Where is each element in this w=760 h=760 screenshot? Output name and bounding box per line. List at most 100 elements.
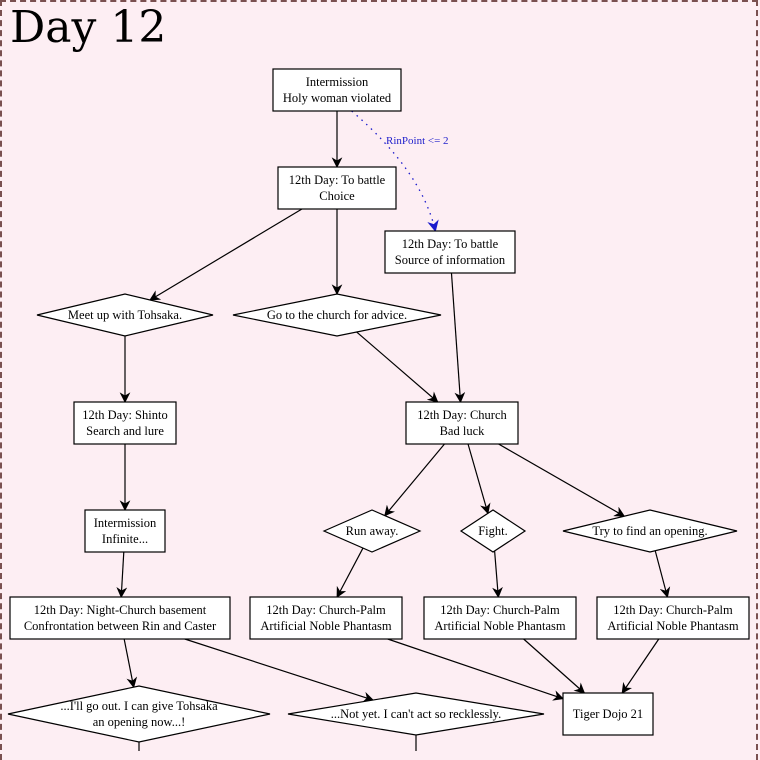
- box-shape: [249, 596, 403, 640]
- node-label: Holy woman violated: [283, 91, 392, 105]
- choice-node-d7[interactable]: ...Not yet. I can't act so recklessly.: [287, 692, 545, 736]
- node-label: Fight.: [478, 524, 508, 538]
- edge-n3-n5: [450, 272, 466, 404]
- edge-line: [116, 551, 128, 599]
- node-label: 12th Day: Night-Church basement: [34, 603, 207, 617]
- edge-condition-label: RinPoint <= 2: [386, 135, 449, 147]
- diamond-shape: [287, 692, 545, 736]
- node-label: Intermission: [306, 75, 369, 89]
- node-label: 12th Day: To battle: [289, 173, 386, 187]
- edge-d5-n10: [654, 550, 671, 599]
- choice-node-d2[interactable]: Go to the church for advice.: [232, 293, 442, 337]
- box-shape: [73, 401, 177, 445]
- edge-line: [450, 272, 466, 404]
- node-label: Run away.: [346, 524, 399, 538]
- node-label: 12th Day: Church-Palm: [266, 603, 386, 617]
- node-label: Infinite...: [102, 532, 148, 546]
- node-label: 12th Day: Church-Palm: [440, 603, 560, 617]
- edge-n5-d4: [467, 443, 491, 515]
- edge-n10-n11: [621, 638, 660, 694]
- edge-line: [621, 638, 660, 694]
- node-label: Search and lure: [86, 424, 164, 438]
- box-shape: [384, 230, 516, 274]
- edge-line: [387, 638, 565, 701]
- scene-node-n11[interactable]: Tiger Dojo 21: [562, 692, 654, 736]
- edge-n7-d7: [184, 638, 375, 703]
- node-label: Artificial Noble Phantasm: [607, 619, 738, 633]
- edge-line: [523, 638, 586, 694]
- diamond-shape: [322, 509, 422, 553]
- edge-n8-n11: [387, 638, 565, 701]
- edge-line: [123, 638, 138, 689]
- edge-line: [336, 547, 364, 598]
- box-shape: [596, 596, 750, 640]
- edge-line: [356, 331, 439, 403]
- node-label: 12th Day: To battle: [402, 237, 499, 251]
- edge-n5-d5: [498, 443, 626, 517]
- edge-n2-d1: [149, 208, 303, 301]
- edge-n7-d6: [123, 638, 138, 689]
- box-shape: [405, 401, 519, 445]
- node-label: Artificial Noble Phantasm: [260, 619, 391, 633]
- node-label: 12th Day: Church: [417, 408, 507, 422]
- edge-line: [184, 638, 375, 703]
- node-label: Meet up with Tohsaka.: [68, 308, 182, 322]
- node-label: an opening now...!: [93, 715, 186, 729]
- choice-node-d4[interactable]: Fight.: [459, 509, 527, 553]
- node-label: Artificial Noble Phantasm: [434, 619, 565, 633]
- edge-line: [149, 208, 303, 301]
- edge-line: [498, 443, 626, 517]
- node-label: 12th Day: Church-Palm: [613, 603, 733, 617]
- edge-n9-n11: [523, 638, 586, 694]
- node-label: ...Not yet. I can't act so recklessly.: [331, 707, 501, 721]
- diamond-shape: [232, 293, 442, 337]
- box-shape: [272, 68, 402, 112]
- edge-n5-d3: [384, 443, 445, 517]
- scene-node-n6[interactable]: IntermissionInfinite...: [84, 509, 166, 553]
- edge-n1-n3: RinPoint <= 2: [351, 110, 449, 233]
- edge-d3-n8: [336, 547, 364, 598]
- choice-node-d3[interactable]: Run away.: [322, 509, 422, 553]
- edge-line: [492, 550, 503, 599]
- node-label: Choice: [319, 189, 355, 203]
- node-label: Confrontation between Rin and Caster: [24, 619, 217, 633]
- diamond-shape: [7, 685, 271, 743]
- diamond-shape: [459, 509, 527, 553]
- page-title: Day 12: [10, 2, 167, 53]
- box-shape: [9, 596, 231, 640]
- node-label: Intermission: [94, 516, 157, 530]
- node-label: Bad luck: [440, 424, 486, 438]
- node-label: Source of information: [395, 253, 506, 267]
- edge-n6-n7: [116, 551, 128, 599]
- choice-node-d1[interactable]: Meet up with Tohsaka.: [36, 293, 214, 337]
- edge-d4-n9: [492, 550, 503, 599]
- diamond-shape: [36, 293, 214, 337]
- node-label: 12th Day: Shinto: [82, 408, 167, 422]
- choice-node-d5[interactable]: Try to find an opening.: [562, 509, 738, 553]
- node-label: Tiger Dojo 21: [573, 707, 643, 721]
- edge-line: [654, 550, 671, 599]
- edge-line: [351, 110, 439, 233]
- node-label: Go to the church for advice.: [267, 308, 407, 322]
- box-shape: [84, 509, 166, 553]
- edge-line: [467, 443, 491, 515]
- node-label: Try to find an opening.: [592, 524, 707, 538]
- diamond-shape: [562, 509, 738, 553]
- edge-d2-n5: [356, 331, 439, 403]
- box-shape: [277, 166, 397, 210]
- edge-line: [384, 443, 445, 517]
- box-shape: [423, 596, 577, 640]
- box-shape: [562, 692, 654, 736]
- scene-node-n7[interactable]: 12th Day: Night-Church basementConfronta…: [9, 596, 231, 640]
